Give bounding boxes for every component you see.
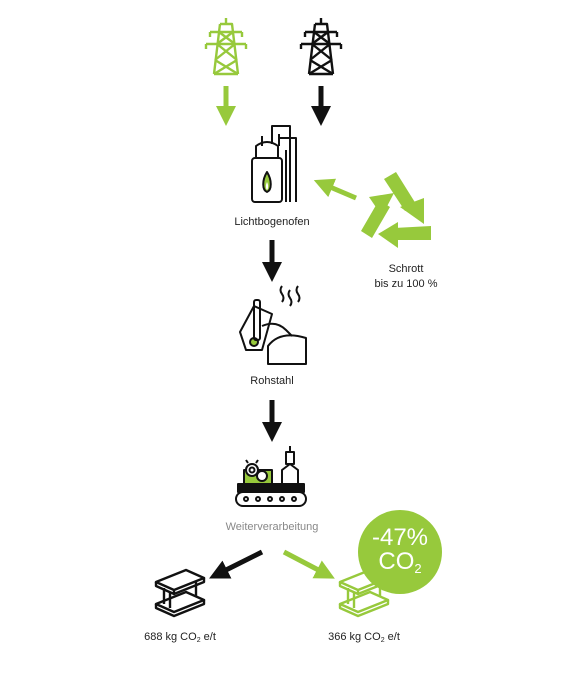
- reduction-co2: CO2: [358, 550, 442, 581]
- conventional-emission-unit: e/t: [200, 631, 216, 643]
- power-pylon-icon: [299, 18, 343, 76]
- conventional-emission-subscript: 2: [196, 637, 201, 644]
- processing-label: Weiterverarbeitung: [225, 521, 319, 533]
- reduction-badge: -47% CO2: [358, 510, 442, 594]
- reduction-percent: -47%: [371, 524, 429, 551]
- crude-steel-label: Rohstahl: [250, 375, 294, 387]
- steel-beam-icon: [154, 568, 206, 618]
- green-emission-label: 366 kg CO2 e/t: [314, 631, 414, 644]
- green-emission-value: 366 kg CO: [328, 631, 381, 643]
- crude-steel-ladle-icon: [239, 285, 307, 365]
- electric-arc-furnace-icon: [251, 125, 297, 203]
- green-power-pylon-icon: [204, 18, 248, 76]
- arrow-scrap-to-furnace: [313, 178, 357, 201]
- scrap-label-line2: bis zu 100 %: [374, 278, 438, 290]
- reduction-co2-subscript: 2: [414, 561, 422, 576]
- green-emission-unit: e/t: [384, 631, 400, 643]
- conveyor-processing-icon: [235, 446, 307, 507]
- arrow-processing-to-green-steel: [282, 549, 335, 579]
- green-emission-subscript: 2: [380, 637, 385, 644]
- recycling-icon: [361, 172, 431, 248]
- scrap-label-line1: Schrott: [388, 263, 424, 275]
- conventional-emission-value: 688 kg CO: [144, 631, 197, 643]
- scrap-label: Schrott bis zu 100 %: [356, 262, 456, 292]
- reduction-co2-text: CO: [378, 548, 415, 575]
- furnace-label: Lichtbogenofen: [234, 216, 310, 228]
- arrow-processing-to-conventional-steel: [209, 549, 264, 579]
- conventional-emission-label: 688 kg CO2 e/t: [130, 631, 230, 644]
